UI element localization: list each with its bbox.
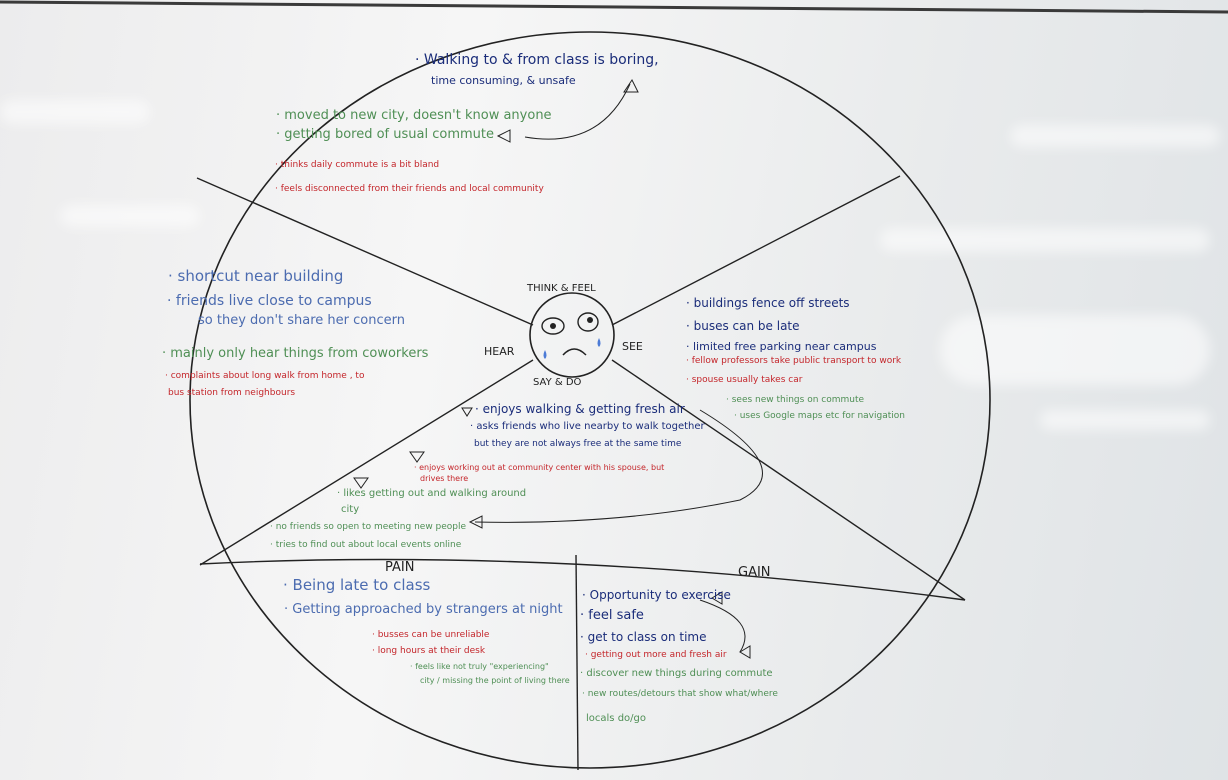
- arrow-head-icon: [739, 645, 751, 659]
- pain-label: PAIN: [385, 560, 415, 575]
- divider-line: [199, 359, 534, 566]
- gain-note: · get to class on time: [580, 630, 707, 644]
- hear-note: · complaints about long walk from home ,…: [165, 371, 365, 381]
- light-reflection: [1040, 410, 1210, 430]
- map-outline: [189, 31, 991, 769]
- arrow-head-icon: [461, 407, 473, 417]
- arrow-connector: [699, 599, 746, 653]
- hear-note: bus station from neighbours: [168, 388, 296, 398]
- pain-note: city / missing the point of living there: [420, 676, 570, 685]
- arrow-head-icon: [496, 129, 511, 143]
- see-note: · spouse usually takes car: [686, 375, 803, 385]
- divider-line: [199, 558, 966, 601]
- pain-note: · Getting approached by strangers at nig…: [284, 602, 563, 617]
- divider-line: [611, 175, 901, 326]
- see-note: · buildings fence off streets: [686, 296, 850, 310]
- say-do-note: · likes getting out and walking around: [337, 488, 527, 499]
- think-note: · Walking to & from class is boring,: [415, 52, 659, 68]
- gain-note: · Opportunity to exercise: [582, 588, 731, 602]
- say-do-note: · no friends so open to meeting new peop…: [270, 522, 467, 532]
- light-reflection: [1010, 125, 1220, 147]
- see-note: · fellow professors take public transpor…: [686, 356, 902, 366]
- hear-note: · shortcut near building: [168, 267, 344, 285]
- say-do-note: city: [341, 504, 360, 515]
- say-do-note: · enjoys walking & getting fresh air: [475, 402, 685, 416]
- say-do-note: but they are not always free at the same…: [474, 439, 682, 449]
- pain-note: · feels like not truly "experiencing": [410, 662, 549, 671]
- light-reflection: [880, 228, 1210, 252]
- face-icon: [529, 292, 615, 378]
- think-note: · moved to new city, doesn't know anyone: [276, 108, 552, 123]
- say-do-note: drives there: [420, 474, 469, 483]
- see-note: · uses Google maps etc for navigation: [734, 411, 905, 421]
- think-feel-label: THINK & FEEL: [527, 283, 596, 294]
- see-note: · buses can be late: [686, 319, 800, 333]
- light-reflection: [0, 100, 150, 124]
- see-note: · sees new things on commute: [726, 395, 865, 405]
- arrow-connector: [524, 83, 631, 140]
- say-do-label: SAY & DO: [533, 377, 582, 388]
- pain-note: · Being late to class: [283, 576, 431, 594]
- gain-note: · discover new things during commute: [580, 668, 773, 679]
- say-do-note: · asks friends who live nearby to walk t…: [470, 421, 705, 432]
- think-note: · getting bored of usual commute: [276, 127, 494, 142]
- see-note: · limited free parking near campus: [686, 340, 877, 353]
- gain-note: · feel safe: [580, 608, 644, 623]
- gain-label: GAIN: [738, 565, 771, 580]
- divider-line: [196, 177, 534, 326]
- divider-line: [575, 554, 579, 771]
- arrow-head-icon: [468, 515, 483, 529]
- light-reflection: [60, 205, 200, 227]
- say-do-note: · tries to find out about local events o…: [270, 540, 462, 550]
- gain-note: · new routes/detours that show what/wher…: [582, 689, 778, 699]
- arrow-head-icon: [623, 79, 639, 93]
- hear-note: · mainly only hear things from coworkers: [162, 346, 429, 361]
- light-reflection: [940, 315, 1210, 385]
- see-label: SEE: [622, 340, 643, 353]
- pain-note: · long hours at their desk: [372, 646, 486, 656]
- arrow-head-icon: [353, 477, 369, 489]
- hear-label: HEAR: [484, 345, 515, 358]
- divider-line: [611, 359, 966, 601]
- gain-note: locals do/go: [586, 713, 646, 724]
- arrow-connector: [474, 409, 763, 523]
- hear-note: so they don't share her concern: [198, 313, 405, 328]
- arrow-head-icon: [711, 591, 723, 605]
- pain-note: · busses can be unreliable: [372, 630, 490, 640]
- gain-note: · getting out more and fresh air: [585, 650, 727, 660]
- arrow-head-icon: [409, 451, 425, 463]
- board-edge: [0, 0, 1228, 14]
- say-do-note: · enjoys working out at community center…: [414, 463, 665, 472]
- think-note: · feels disconnected from their friends …: [275, 184, 544, 194]
- hear-note: · friends live close to campus: [167, 293, 372, 309]
- think-note: · thinks daily commute is a bit bland: [275, 160, 440, 170]
- think-note: time consuming, & unsafe: [431, 74, 576, 87]
